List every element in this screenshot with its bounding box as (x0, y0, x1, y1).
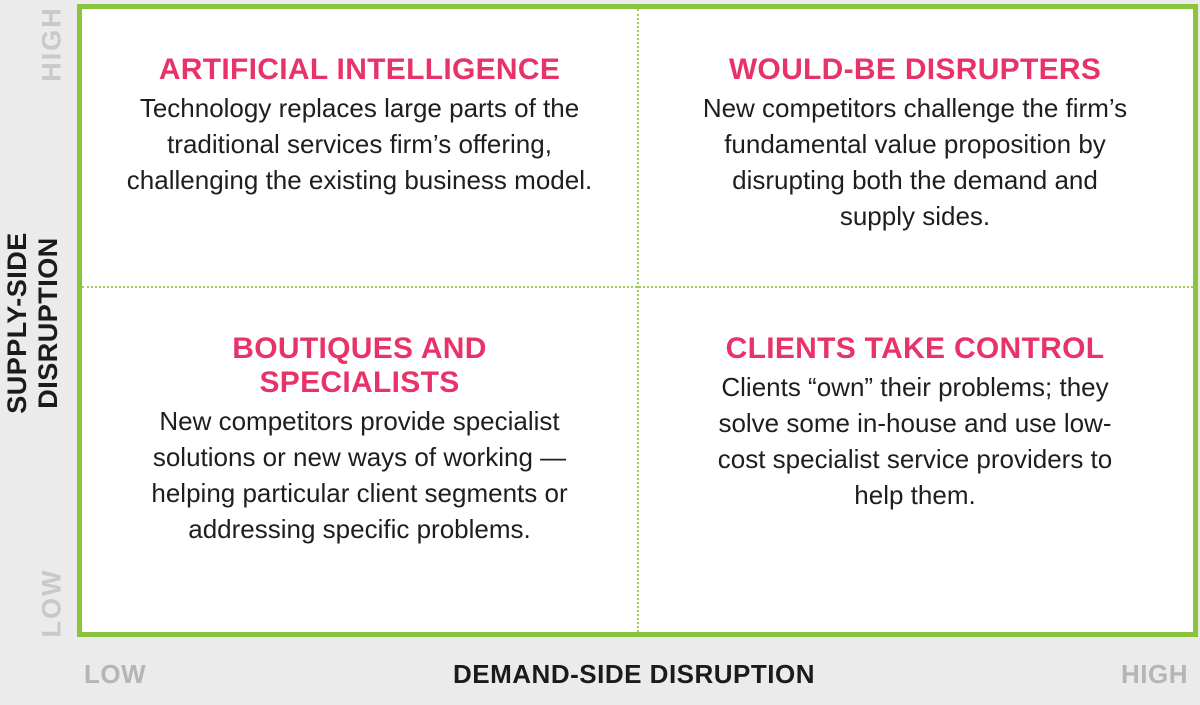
horizontal-divider (82, 286, 1193, 288)
x-axis-low-label: LOW (84, 659, 147, 689)
quadrant-would-be-disrupters: WOULD-BE DISRUPTERS New competitors chal… (637, 9, 1193, 286)
quadrant-description: New competitors challenge the firm’s fun… (702, 93, 1128, 231)
quadrant-title: WOULD-BE DISRUPTERS (728, 53, 1102, 86)
quadrant-artificial-intelligence: ARTIFICIAL INTELLIGENCE Technology repla… (82, 9, 637, 286)
vertical-divider (637, 9, 639, 632)
x-axis-high-label: HIGH (1121, 659, 1188, 689)
x-axis-title: DEMAND-SIDE DISRUPTION (452, 659, 816, 689)
y-axis-title-line2: DISRUPTION (33, 237, 63, 409)
quadrant-description: Clients “own” their problems; they solve… (717, 372, 1113, 510)
quadrant-title: ARTIFICIAL INTELLIGENCE (158, 53, 561, 86)
y-axis-title-line1: SUPPLY-SIDE (2, 232, 32, 414)
quadrant-title: BOUTIQUES AND SPECIALISTS (232, 332, 487, 399)
quadrant-title: CLIENTS TAKE CONTROL (725, 332, 1105, 365)
quadrant-boutiques-and-specialists: BOUTIQUES AND SPECIALISTS New competitor… (82, 286, 637, 633)
quadrant-description: New competitors provide specialist solut… (151, 406, 568, 544)
quadrant-clients-take-control: CLIENTS TAKE CONTROL Clients “own” their… (637, 286, 1193, 633)
y-axis-title: SUPPLY-SIDE DISRUPTION (2, 232, 64, 414)
matrix-grid: ARTIFICIAL INTELLIGENCE Technology repla… (77, 4, 1198, 637)
quadrant-description: Technology replaces large parts of the t… (126, 93, 593, 195)
y-axis-high-label: HIGH (36, 6, 67, 82)
y-axis-low-label: LOW (36, 568, 67, 638)
